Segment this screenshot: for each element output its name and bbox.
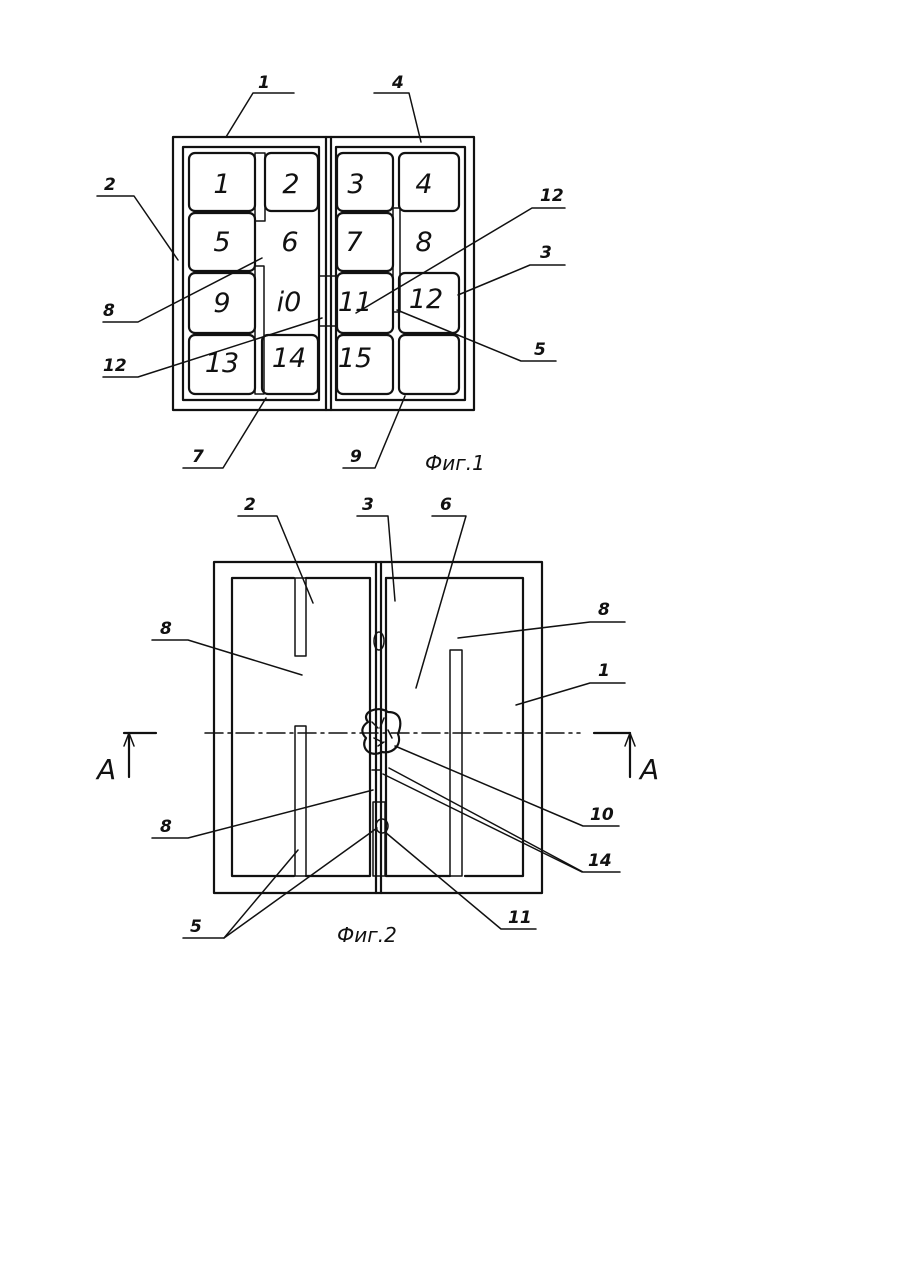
fig1-cell-number: 3 <box>347 169 364 200</box>
fig1-cell-number: 5 <box>213 227 230 258</box>
ref-label: 8 <box>103 301 115 321</box>
ref-label: 1 <box>598 661 610 681</box>
leader-line <box>395 746 619 826</box>
fig1-slot-left-upper <box>255 153 265 221</box>
ref-label: 6 <box>440 495 452 515</box>
ref-label: 8 <box>598 600 610 620</box>
fig2-slot-upper-left <box>295 578 306 656</box>
leader-line <box>356 208 565 313</box>
fig2-cross-mark <box>372 766 380 774</box>
section-mark-left: A <box>95 753 116 786</box>
leader-line <box>383 774 582 872</box>
leader-line <box>152 640 302 675</box>
leader-line <box>389 768 620 872</box>
ref-label: 3 <box>540 243 552 263</box>
fig1-cell-number: 8 <box>415 227 432 258</box>
leader-line <box>224 828 377 938</box>
leader-line <box>238 516 313 603</box>
ref-label: 2 <box>244 495 256 515</box>
fig1-cell-number: 2 <box>282 169 299 200</box>
fig1-cell-number: 7 <box>345 227 362 258</box>
leader-line <box>152 790 373 838</box>
section-mark-right: A <box>638 753 659 786</box>
ref-label: 9 <box>350 447 362 467</box>
leader-line <box>416 516 466 688</box>
ref-label: 12 <box>540 186 564 206</box>
fig1-cell-number: 1 <box>213 169 230 200</box>
figure-2: A A 2 3 6 8 8 1 8 10 14 5 11 Ф <box>95 495 659 947</box>
fig2-slot-center <box>373 802 385 876</box>
fig1-cell-number: 15 <box>338 343 372 374</box>
fig1-cell-number: i0 <box>277 287 302 318</box>
fig1-cell-number: 12 <box>409 284 443 315</box>
fig1-cell-number: 13 <box>205 348 239 379</box>
fig1-cell-number: 4 <box>415 169 432 200</box>
ref-label: 10 <box>590 805 614 825</box>
fig2-slot-right <box>450 650 462 876</box>
ref-label: 11 <box>508 908 532 928</box>
ref-label: 12 <box>103 356 127 376</box>
fig1-cell-number: 14 <box>272 343 306 374</box>
fig1-cell-number: 11 <box>338 287 372 318</box>
ref-label: 4 <box>391 73 404 93</box>
leader-line <box>374 93 421 142</box>
ref-label: 8 <box>160 619 172 639</box>
ref-label: 2 <box>104 175 116 195</box>
figure-1: 1 2 3 4 5 6 7 8 9 i0 11 12 13 14 15 1 4 … <box>97 73 565 475</box>
ref-label: 7 <box>192 447 204 467</box>
ref-label: 14 <box>588 851 612 871</box>
leader-line <box>226 93 294 137</box>
leader-line <box>516 683 625 705</box>
ref-label: 5 <box>534 340 546 360</box>
fig1-caption: Фиг.1 <box>425 451 485 475</box>
fig1-cell-number: 9 <box>213 288 230 319</box>
fig2-slot-lower-left <box>295 726 306 876</box>
ref-label: 3 <box>362 495 374 515</box>
leader-line <box>97 196 178 260</box>
ref-label: 1 <box>258 73 270 93</box>
fig2-caption: Фиг.2 <box>337 923 397 947</box>
ref-label: 5 <box>190 917 202 937</box>
ref-label: 8 <box>160 817 172 837</box>
fig1-cell-number: 6 <box>281 227 298 258</box>
